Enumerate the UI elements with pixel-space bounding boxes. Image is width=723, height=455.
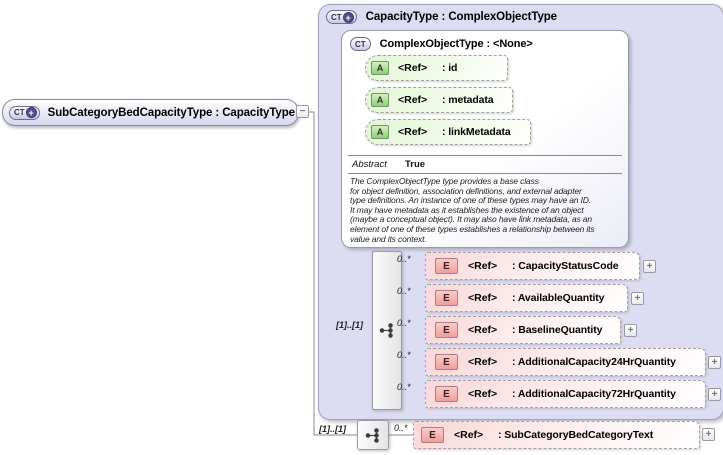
ct-icon-label: CT: [355, 39, 366, 49]
element-ref: <Ref>: [468, 292, 498, 304]
element-row-baseline-quantity[interactable]: E <Ref> : BaselineQuantity: [425, 316, 621, 344]
element-row-additional-capacity-72hr[interactable]: E <Ref> : AdditionalCapacity72HrQuantity: [425, 380, 706, 408]
element-name: : CapacityStatusCode: [512, 260, 619, 272]
sequence-occurrence-label: [1]..[1]: [336, 320, 363, 330]
element-name: : AvailableQuantity: [512, 292, 605, 304]
element-ref: <Ref>: [468, 324, 498, 336]
expand-button[interactable]: +: [708, 356, 721, 369]
element-ref: <Ref>: [454, 429, 484, 441]
attribute-name: : metadata: [442, 94, 494, 106]
expand-button[interactable]: +: [702, 428, 715, 441]
attribute-row-metadata[interactable]: A <Ref> : metadata: [365, 87, 513, 113]
attribute-icon: A: [371, 93, 389, 107]
element-ref: <Ref>: [468, 388, 498, 400]
element-ref: <Ref>: [468, 260, 498, 272]
plus-circle-icon: +: [25, 107, 37, 118]
element-row-capacity-status-code[interactable]: E <Ref> : CapacityStatusCode: [425, 252, 640, 280]
abstract-fact-label: Abstract: [352, 159, 387, 170]
collapse-button[interactable]: −: [296, 105, 309, 118]
attribute-icon: A: [371, 125, 389, 139]
sequence-icon: [365, 427, 379, 443]
annotation-text: The ComplexObjectType type provides a ba…: [350, 176, 595, 244]
element-occurs-label: 0..*: [394, 423, 408, 433]
expand-button[interactable]: +: [643, 260, 656, 273]
base-type-title: ComplexObjectType : <None>: [379, 38, 533, 50]
root-sequence-occurrence-label: [1]..[1]: [319, 424, 346, 434]
element-name: : SubCategoryBedCategoryText: [498, 429, 654, 441]
sequence-compositor-box: [357, 420, 389, 450]
attribute-ref: <Ref>: [398, 62, 428, 74]
element-occurs-label: 0..*: [397, 254, 411, 264]
element-ref: <Ref>: [468, 356, 498, 368]
element-row-subcategory-bed-category-text[interactable]: E <Ref> : SubCategoryBedCategoryText: [413, 421, 700, 449]
attribute-ref: <Ref>: [398, 94, 428, 106]
element-icon: E: [435, 290, 458, 306]
element-icon: E: [421, 427, 444, 443]
root-type-box: CT + SubCategoryBedCapacityType : Capaci…: [2, 99, 299, 126]
divider: [348, 173, 622, 174]
attribute-icon: A: [371, 61, 389, 75]
element-icon: E: [435, 354, 458, 370]
ct-icon-label: CT: [14, 108, 25, 117]
sequence-icon: [379, 323, 393, 338]
element-name: : BaselineQuantity: [512, 324, 603, 336]
element-name: : AdditionalCapacity24HrQuantity: [512, 356, 676, 368]
attribute-row-link-metadata[interactable]: A <Ref> : linkMetadata: [365, 119, 531, 145]
attribute-row-id[interactable]: A <Ref> : id: [365, 55, 508, 81]
attribute-ref: <Ref>: [398, 126, 428, 138]
element-icon: E: [435, 258, 458, 274]
element-row-additional-capacity-24hr[interactable]: E <Ref> : AdditionalCapacity24HrQuantity: [425, 348, 706, 376]
complex-type-icon: CT +: [9, 105, 40, 120]
element-occurs-label: 0..*: [397, 382, 411, 392]
attribute-name: : id: [442, 62, 458, 74]
expand-button[interactable]: +: [708, 388, 721, 401]
element-icon: E: [435, 322, 458, 338]
element-occurs-label: 0..*: [397, 286, 411, 296]
plus-circle-icon: +: [342, 11, 354, 23]
complex-type-icon: CT: [350, 37, 371, 51]
abstract-fact-value: True: [405, 159, 426, 170]
ct-icon-label: CT: [331, 12, 342, 22]
element-occurs-label: 0..*: [397, 350, 411, 360]
sequence-compositor-bar: [372, 251, 402, 410]
complex-object-type-box: CT ComplexObjectType : <None> A <Ref> : …: [341, 30, 629, 248]
element-occurs-label: 0..*: [397, 318, 411, 328]
divider: [348, 155, 622, 156]
attribute-name: : linkMetadata: [442, 126, 511, 138]
expand-button[interactable]: +: [624, 324, 637, 337]
expand-button[interactable]: +: [631, 292, 644, 305]
root-type-title: SubCategoryBedCapacityType : CapacityTyp…: [47, 106, 295, 119]
element-name: : AdditionalCapacity72HrQuantity: [512, 388, 676, 400]
capacity-type-title: CapacityType : ComplexObjectType: [365, 11, 557, 23]
complex-type-icon: CT +: [326, 10, 357, 24]
element-icon: E: [435, 386, 458, 402]
element-row-available-quantity[interactable]: E <Ref> : AvailableQuantity: [425, 284, 628, 312]
